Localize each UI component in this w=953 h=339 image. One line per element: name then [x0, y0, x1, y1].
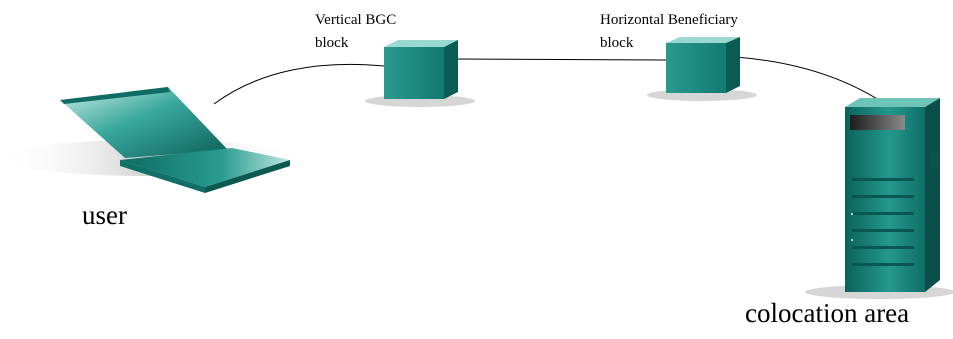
vertical-block-label-line2: block [315, 35, 349, 51]
user-label: user [82, 200, 127, 230]
connection-vertical-horizontal [454, 58, 667, 61]
laptop-icon [0, 87, 300, 193]
network-block-icon [647, 37, 757, 101]
vertical-block-label-line1: Vertical BGC [315, 12, 397, 28]
colocation-area-label: colocation area [745, 298, 910, 328]
server-tower-icon [805, 98, 953, 299]
connection-horizontal-colocation [734, 56, 889, 107]
horizontal-block-label-line2: block [600, 35, 634, 51]
connection-user-vertical [213, 63, 385, 105]
network-block-icon [365, 40, 475, 107]
horizontal-block-label-line1: Horizontal Beneficiary [600, 12, 738, 28]
